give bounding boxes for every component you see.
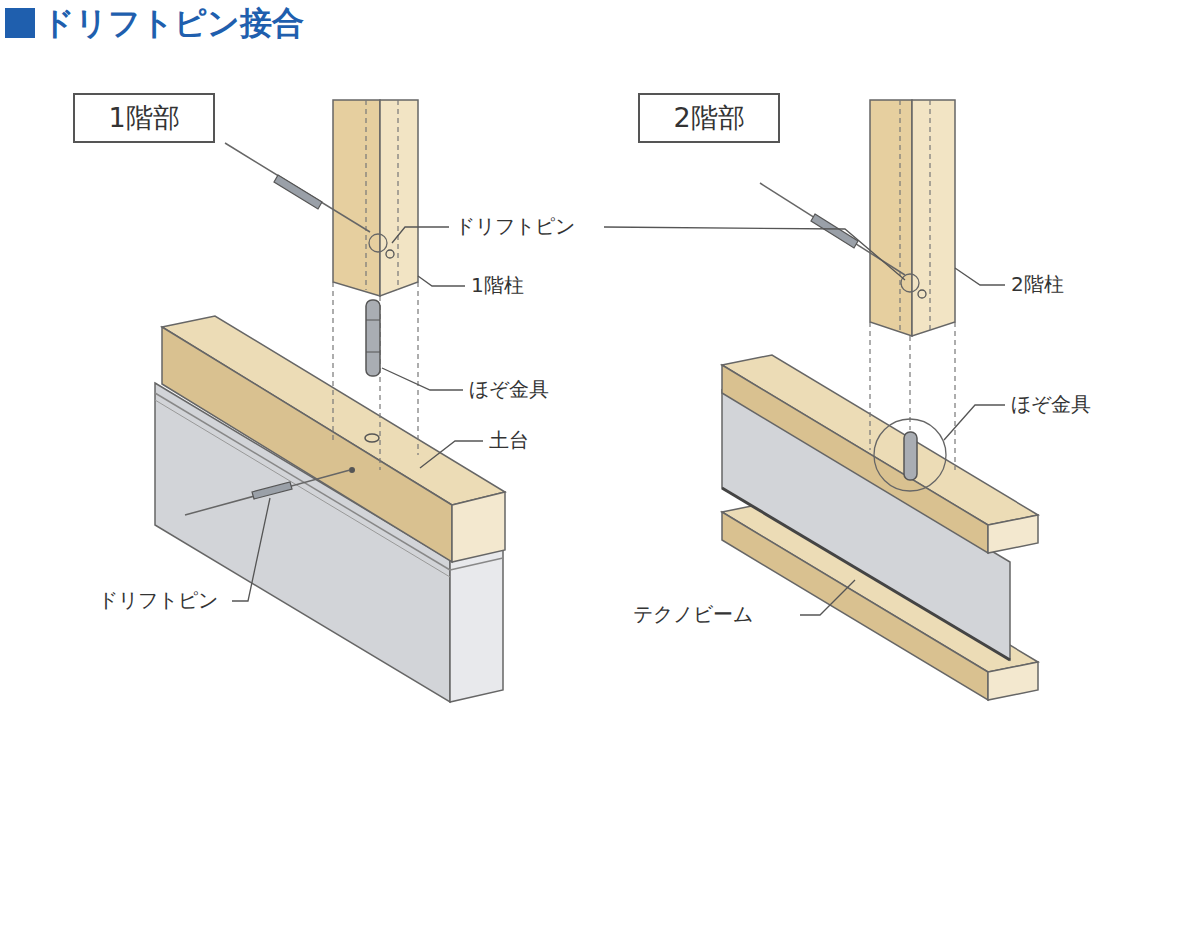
pin-axis (225, 143, 370, 232)
column-face (380, 100, 418, 296)
hole-mark (365, 434, 379, 442)
pin-hole (918, 290, 926, 298)
title: ドリフトピン接合 (42, 6, 304, 41)
section-label: 2階部 (673, 100, 744, 136)
part-label: 土台 (486, 428, 532, 452)
beam-flange-end (988, 515, 1038, 553)
tenon-detail (366, 320, 380, 321)
tenon-detail (366, 352, 380, 353)
steel-beam-end (450, 548, 503, 702)
beam-flange (722, 365, 988, 553)
sill-end (452, 492, 505, 562)
drift-pin (811, 214, 858, 248)
detail-circle (874, 419, 946, 491)
part-label: 1階柱 (468, 273, 527, 297)
beam-flange (722, 355, 1038, 525)
title-marker (5, 8, 35, 38)
part-label: テクノビーム (630, 602, 756, 626)
part-label: ドリフトピン (452, 214, 578, 238)
beam-flange-end (988, 662, 1038, 700)
tenon-fitting (904, 432, 917, 480)
column-face (870, 100, 912, 336)
pin-hole (901, 274, 919, 292)
part-label: ほぞ金具 (466, 377, 552, 401)
pin-hole (369, 234, 387, 252)
section-label-box: 2階部 (638, 93, 780, 143)
part-label: ほぞ金具 (1008, 392, 1094, 416)
pin-hole (386, 250, 394, 258)
section-label: 1階部 (108, 100, 179, 136)
drift-pin (274, 175, 322, 209)
column-face (333, 100, 380, 296)
hidden-lines (900, 100, 930, 330)
part-label: ドリフトピン (95, 588, 221, 612)
leader-lines (232, 227, 1005, 615)
drift-pin (252, 482, 292, 499)
hidden-lines (366, 100, 398, 290)
section-label-box: 1階部 (73, 93, 215, 143)
sill-side (162, 327, 452, 562)
part-label: 2階柱 (1008, 272, 1067, 296)
tenon-fitting (366, 300, 380, 376)
column-face (912, 100, 955, 336)
guide-lines (333, 100, 418, 470)
